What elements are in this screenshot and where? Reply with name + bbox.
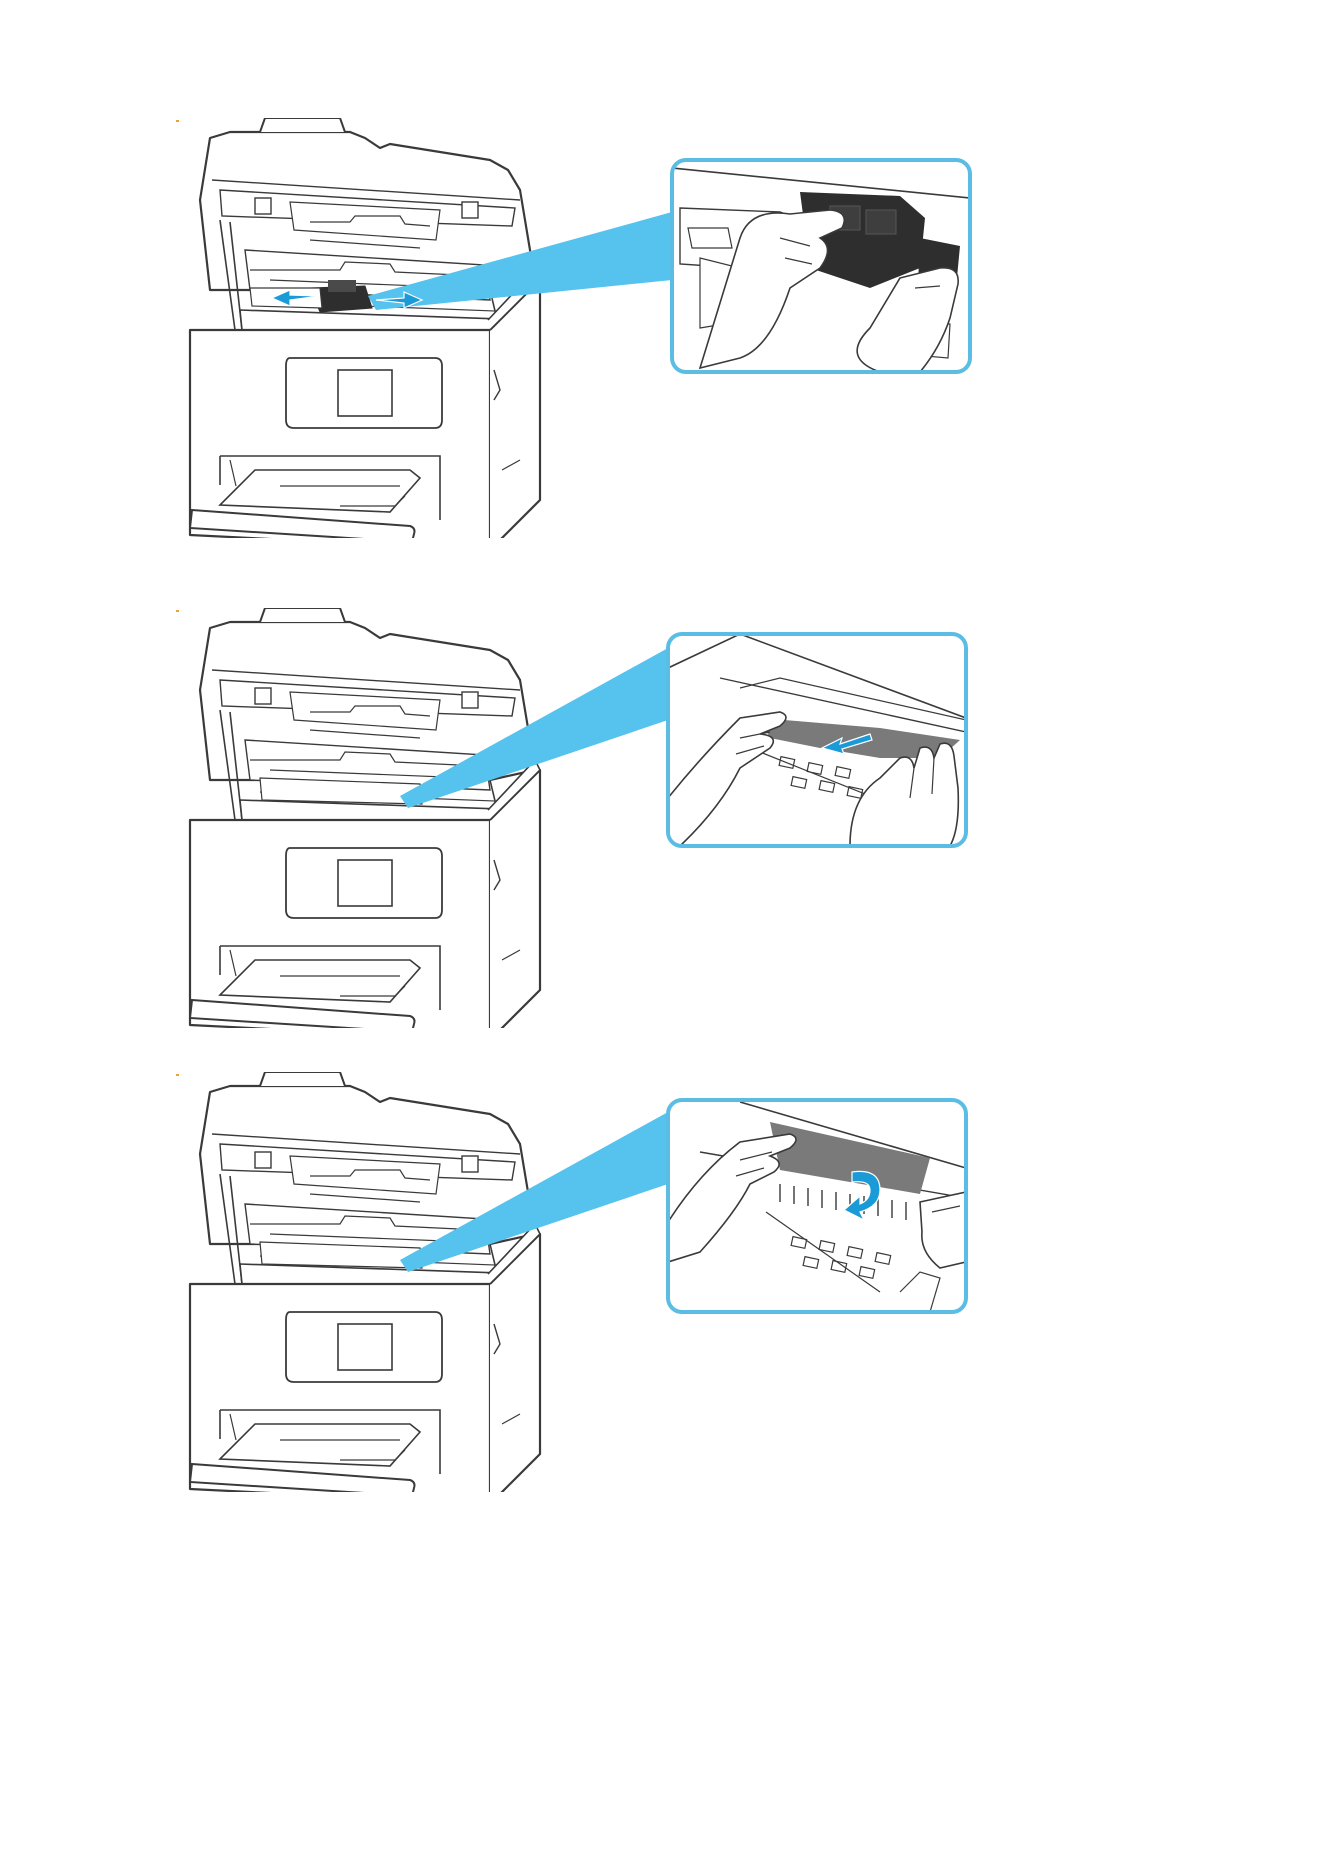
callout-closeup [668, 634, 966, 846]
printer-illustration [180, 608, 1000, 1028]
callout-closeup [668, 1100, 966, 1312]
callout-closeup [672, 160, 970, 372]
step-marker [176, 610, 179, 612]
step-move-print-head-holder [180, 118, 1000, 538]
page-footer [884, 1858, 1044, 1872]
step-pull-out-jammed-paper [180, 608, 1000, 1028]
step-roll-and-remove-paper [180, 1072, 1000, 1492]
printer-illustration [180, 118, 1000, 538]
step-marker [176, 120, 179, 122]
step-marker [176, 1074, 179, 1076]
printer-illustration [180, 1072, 1000, 1492]
